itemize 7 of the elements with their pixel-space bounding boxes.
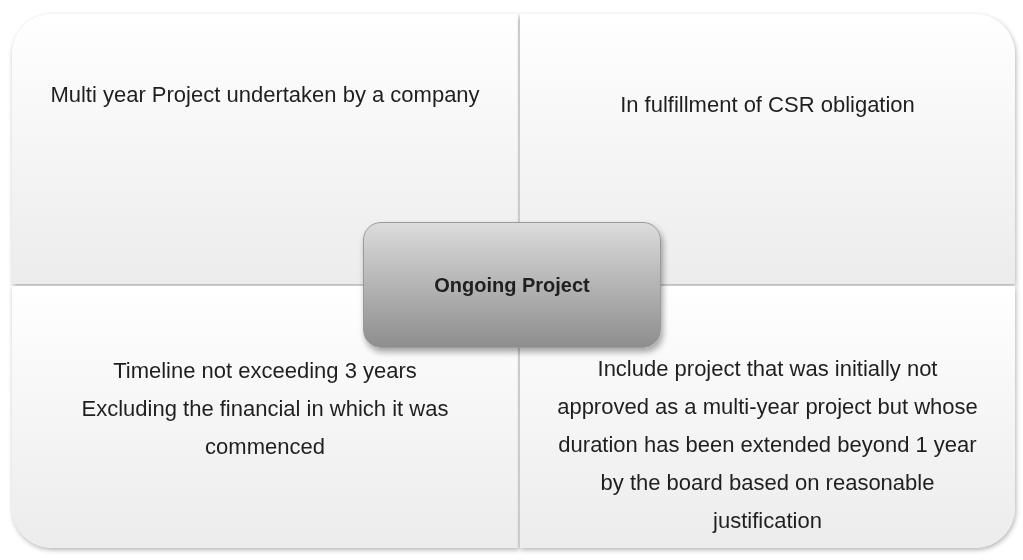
description-text: Excluding the financial in which it was commenced [80, 395, 450, 461]
description-text: Include project that was initially not approved as a multi-year project but whose duration has been extended beyond 1 year by the board based on reasonable justification [556, 355, 979, 535]
title-text: Ongoing Project [434, 273, 590, 298]
description-text: Timeline not exceeding 3 years [112, 357, 418, 385]
center-box [363, 222, 661, 348]
description-text: In fulfillment of CSR obligation [619, 91, 916, 119]
description-text: Multi year Project undertaken by a company [50, 81, 480, 109]
